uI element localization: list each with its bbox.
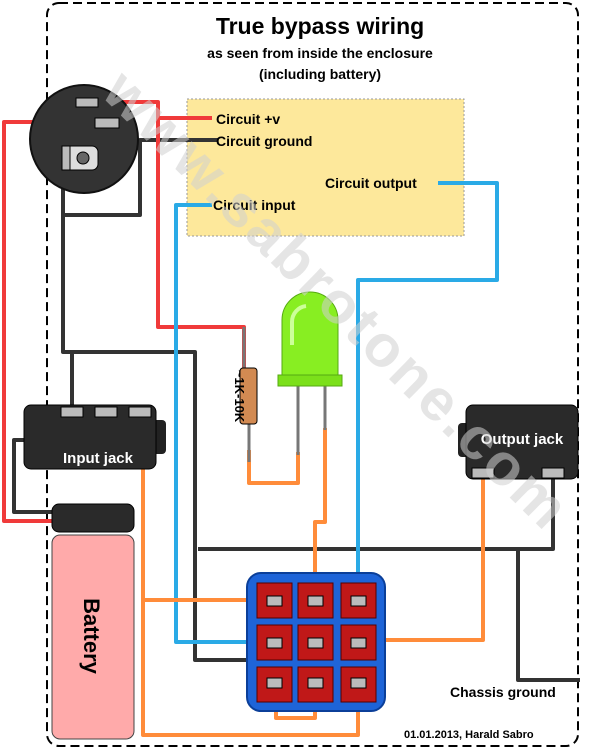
led bbox=[277, 291, 343, 455]
led-cathode-wire bbox=[247, 450, 300, 485]
circuit-output-wire bbox=[356, 181, 499, 600]
dc-power-jack bbox=[29, 84, 139, 194]
input-jack-lug-ring bbox=[94, 406, 118, 418]
switch-lug-pad bbox=[350, 637, 367, 649]
battery bbox=[51, 503, 135, 740]
switch-lug-pad bbox=[307, 595, 324, 607]
switch-lug-pad bbox=[307, 637, 324, 649]
output-tip-wire bbox=[358, 472, 485, 642]
output-jack-lug-ground bbox=[541, 467, 565, 479]
input-jack-lug-tip bbox=[128, 406, 152, 418]
switch-lug-pad bbox=[350, 595, 367, 607]
dc-jack-lug-hole bbox=[76, 151, 90, 165]
battery-body bbox=[51, 534, 135, 740]
dc-jack-lug-middle bbox=[94, 117, 120, 129]
chassis-ground-wire bbox=[516, 549, 580, 682]
circuit-output-label: Circuit output bbox=[325, 175, 417, 191]
switch-lug-pad bbox=[266, 595, 283, 607]
led-rim bbox=[277, 374, 343, 387]
input-jack bbox=[23, 404, 166, 470]
resistor-label: ~1K-10K bbox=[232, 370, 247, 423]
ground-bus-wire bbox=[61, 215, 268, 662]
diagram-title: True bypass wiring bbox=[216, 13, 424, 39]
output-jack-lug-tip bbox=[471, 467, 495, 479]
resistor bbox=[239, 327, 258, 462]
output-jack-body bbox=[465, 404, 579, 480]
circuit-board bbox=[186, 98, 465, 237]
circuit-input-label: Circuit input bbox=[213, 197, 296, 213]
diagram-subtitle-line1: as seen from inside the enclosure bbox=[207, 45, 433, 61]
switch-lug-pad bbox=[266, 637, 283, 649]
footer-credit: 01.01.2013, Harald Sabro bbox=[404, 729, 534, 741]
dc-jack-body bbox=[29, 84, 139, 194]
switch-lug-pad bbox=[266, 677, 283, 689]
led-dome bbox=[281, 291, 339, 386]
chassis-ground-label: Chassis ground bbox=[450, 684, 556, 700]
battery-snap bbox=[51, 503, 135, 533]
circuit-input-wire bbox=[174, 203, 268, 644]
input-jack-lug-ground bbox=[60, 406, 84, 418]
signal-wires bbox=[174, 181, 499, 644]
output-jack-label: Output jack bbox=[481, 431, 564, 448]
battery-label: Battery bbox=[79, 598, 104, 675]
diagram-subtitle-line2: (including battery) bbox=[259, 66, 381, 82]
input-jack-body bbox=[23, 404, 157, 470]
circuit-plus-label: Circuit +v bbox=[216, 111, 280, 127]
dc-jack-lug-slot bbox=[61, 145, 71, 171]
resistor-body bbox=[239, 367, 258, 425]
switch-lug bbox=[297, 624, 334, 661]
footswitch-lugs bbox=[256, 582, 377, 703]
output-jack bbox=[458, 404, 579, 480]
input-jack-label: Input jack bbox=[63, 450, 134, 467]
dc-jack-lug-top bbox=[75, 97, 99, 108]
circuit-ground-label: Circuit ground bbox=[216, 133, 312, 149]
switch-lug-pad bbox=[307, 677, 324, 689]
led-highlight bbox=[289, 304, 307, 345]
led-anode-wire bbox=[313, 428, 327, 600]
footswitch-3pdt bbox=[246, 572, 386, 712]
switch-lug-pad bbox=[350, 677, 367, 689]
